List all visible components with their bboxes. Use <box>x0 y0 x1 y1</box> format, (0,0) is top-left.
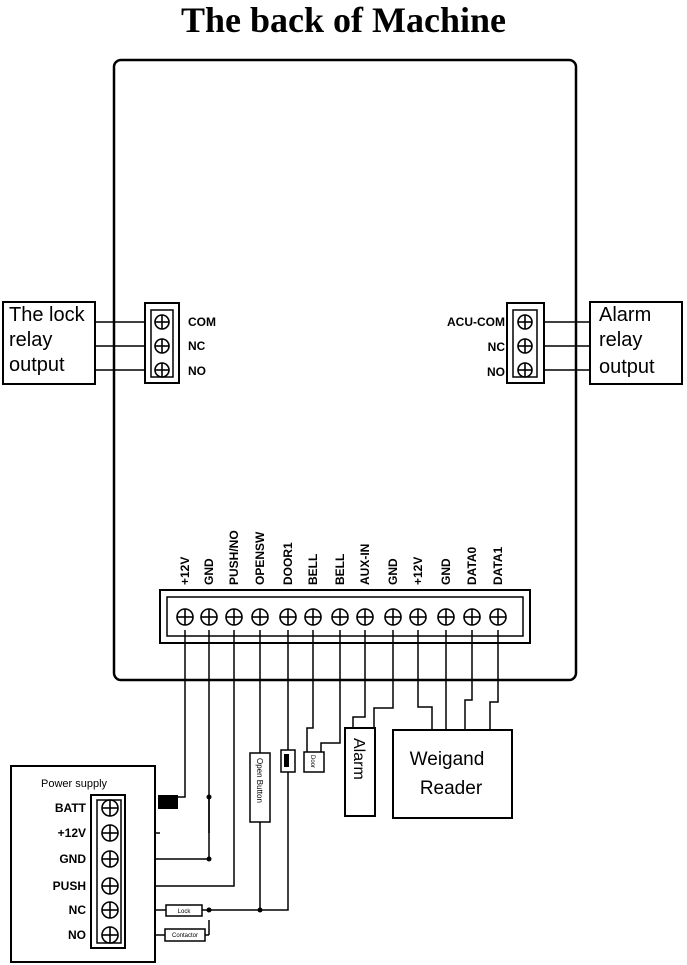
main-terminal-label: DOOR1 <box>281 542 295 585</box>
lock-relay-label-no: NO <box>188 364 206 378</box>
open-button-device <box>249 752 271 823</box>
power-supply-terminal-label: GND <box>59 852 86 866</box>
power-supply-box <box>10 765 156 963</box>
power-supply-terminal-label: +12V <box>58 826 86 840</box>
alarm-relay-label-nc: NC <box>488 340 506 354</box>
lock-relay-line-3: output <box>9 354 65 376</box>
alarm-relay-box <box>589 301 683 385</box>
weigand-reader <box>392 729 513 819</box>
main-terminal-label: OPENSW <box>253 531 267 585</box>
main-terminal-label: AUX-IN <box>358 544 372 585</box>
reader-line-1: Weigand <box>410 749 485 770</box>
alarm-relay-label-no: NO <box>487 365 505 379</box>
page-title: The back of Machine <box>180 0 506 40</box>
main-terminal-label: PUSH/NO <box>227 530 241 585</box>
lock-label: Lock <box>178 909 192 915</box>
contactor-label: Contactor <box>172 933 198 939</box>
main-terminal-label: DATA0 <box>465 546 479 585</box>
door-bell-label: Door <box>309 755 315 768</box>
lock-device <box>165 904 203 917</box>
power-supply-terminal-label: PUSH <box>53 879 86 893</box>
power-supply-title: Power supply <box>41 778 108 790</box>
main-terminal-label: GND <box>439 558 453 585</box>
batt-jumper <box>158 795 178 809</box>
lock-relay-label-com: COM <box>188 315 216 329</box>
reader-line-2: Reader <box>420 778 483 799</box>
alarm-relay-label-acu-com: ACU-COM <box>447 315 505 329</box>
door-bell-device <box>303 751 325 773</box>
alarm-relay-line-3: output <box>599 356 655 378</box>
lock-relay-label-nc: NC <box>188 339 206 353</box>
alarm-relay-line-2: relay <box>599 329 642 351</box>
main-terminal-label: GND <box>202 558 216 585</box>
lock-relay-line-2: relay <box>9 329 52 351</box>
alarm-device <box>344 727 376 817</box>
contactor-device <box>164 928 206 942</box>
main-terminal-label: BELL <box>306 554 320 585</box>
main-terminal-label: DATA1 <box>491 546 505 585</box>
alarm-relay-line-1: Alarm <box>599 304 651 326</box>
power-supply-terminal-label: NO <box>68 928 86 942</box>
main-terminal-label: +12V <box>411 557 425 585</box>
main-terminal-label: +12V <box>178 557 192 585</box>
open-button-label: Open Button <box>255 758 264 803</box>
alarm-label: Alarm <box>350 738 367 780</box>
lock-relay-line-1: The lock <box>9 304 86 326</box>
power-supply-terminal-label: BATT <box>55 801 87 815</box>
main-terminal-label: BELL <box>333 554 347 585</box>
lock-relay-box <box>2 301 96 385</box>
power-supply-terminal-label: NC <box>69 903 87 917</box>
main-terminal-label: GND <box>386 558 400 585</box>
